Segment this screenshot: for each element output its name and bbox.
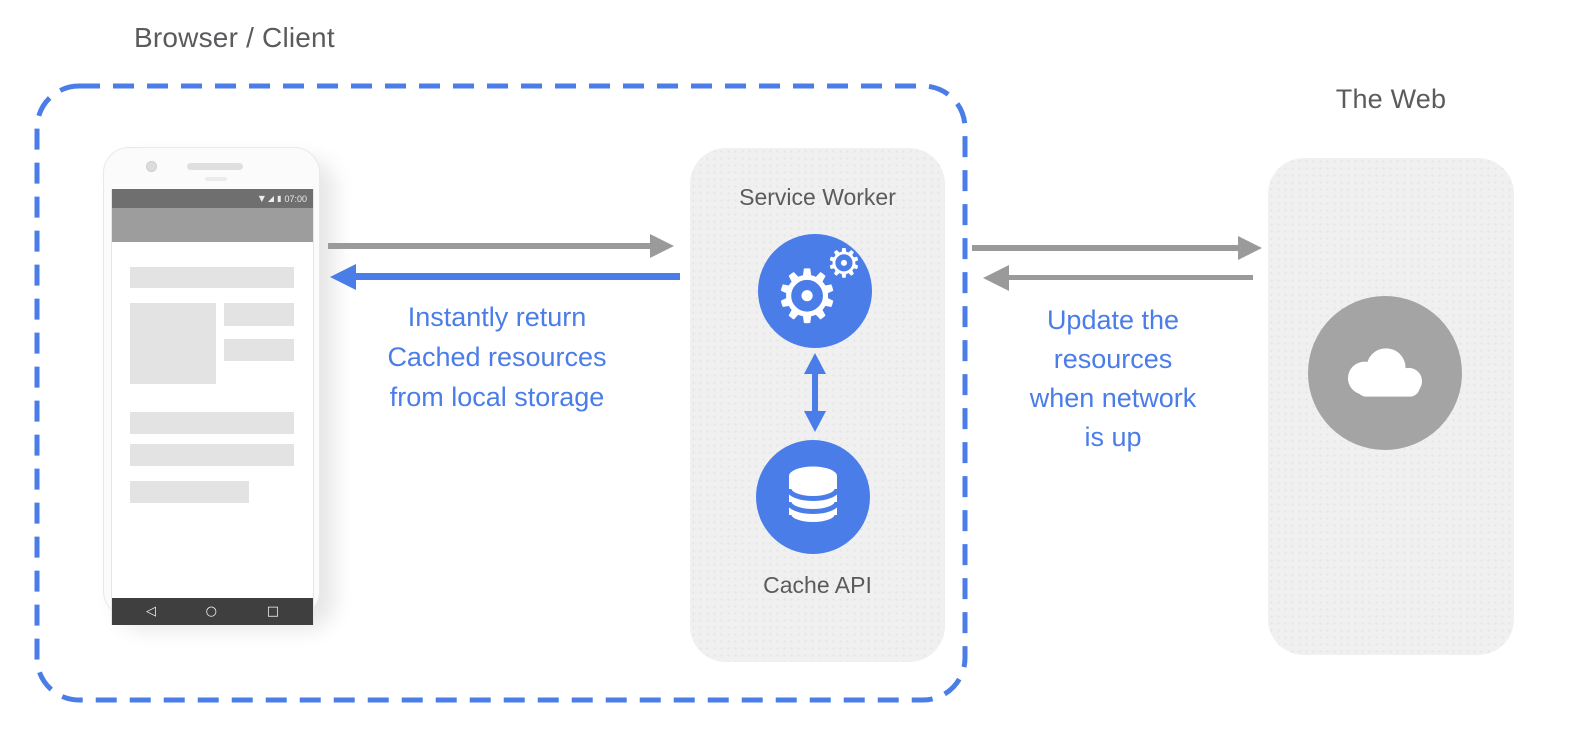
phone-wireframe-content [112,242,313,598]
status-time: 07:00 [284,193,307,204]
wireframe-bar [130,267,294,288]
wireframe-bar [224,303,294,326]
wireframe-bar [130,444,294,466]
back-icon: ◁ [146,604,156,619]
phone-mockup: ▼ ◢ ▮ 07:00 ◁ ○ □ [103,147,320,625]
service-worker-panel: Service Worker ⚙ ⚙ Cache API [690,148,945,662]
battery-icon: ▮ [277,193,282,203]
cache-api-circle [756,440,870,554]
wireframe-image-block [130,303,216,384]
the-web-title: The Web [1335,84,1447,114]
the-web-panel [1268,158,1514,655]
update-resources-annotation: Update the resources when network is up [1029,305,1197,452]
gears-icon: ⚙ [774,254,841,340]
cloud-icon [1347,348,1423,397]
phone-screen: ▼ ◢ ▮ 07:00 ◁ ○ □ [111,189,314,625]
gear-small-icon: ⚙ [826,241,862,287]
phone-speaker-secondary [205,177,227,181]
phone-app-bar [112,208,313,242]
browser-client-title: Browser / Client [134,22,335,53]
instant-return-annotation: Instantly return Cached resources from l… [387,302,607,412]
recents-icon: □ [266,604,279,619]
database-icon [786,466,840,527]
wireframe-bar [130,481,249,503]
phone-nav-bar: ◁ ○ □ [112,598,313,625]
client-boundary-dashed-border [34,83,968,703]
service-worker-circle: ⚙ ⚙ [758,234,872,348]
service-worker-label: Service Worker [739,184,896,210]
phone-speaker [187,163,243,170]
signal-icon: ◢ [267,193,275,203]
cache-api-label: Cache API [763,572,872,598]
web-circle [1308,296,1462,450]
wifi-icon: ▼ [258,193,265,203]
wireframe-bar [224,339,294,361]
wireframe-bar [130,412,294,434]
phone-camera-icon [146,161,157,172]
home-icon: ○ [205,604,218,619]
phone-status-bar: ▼ ◢ ▮ 07:00 [112,189,313,208]
